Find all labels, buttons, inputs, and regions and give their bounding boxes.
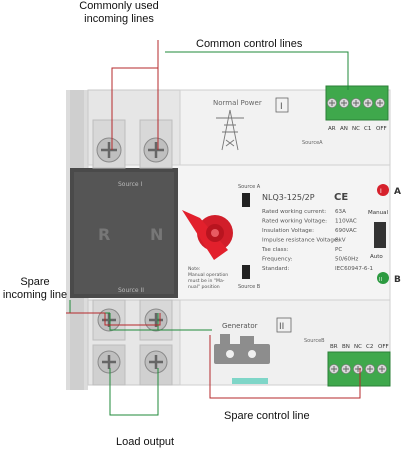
spare-control-text: Spare control line: [224, 410, 310, 422]
screw-slot-icon: [377, 100, 383, 106]
mode-switch-lever[interactable]: [374, 222, 386, 248]
spec-label: Tse class:: [261, 247, 289, 253]
spec-value: 63A: [335, 209, 346, 215]
indicator-b: II B: [377, 272, 401, 285]
load-output-text: Load output: [116, 436, 175, 448]
top-screw-terminals: [92, 119, 173, 169]
source-a-label: SourceA: [302, 140, 323, 146]
ce-mark: CE: [334, 192, 348, 203]
indicator-a-letter: A: [394, 187, 401, 197]
top-terminal-label: OFF: [376, 126, 387, 132]
screw-slot-icon: [331, 366, 337, 372]
bottom-terminal-label: NC: [354, 344, 362, 350]
spare-incoming-line1: Spare: [20, 276, 50, 288]
green-indicator-light: [377, 272, 389, 284]
common-control-callout: Common control lines: [196, 38, 302, 51]
bottom-terminal-label: OFF: [378, 344, 389, 350]
top-roman-numeral: I: [280, 102, 283, 112]
indicator-a: I A: [377, 184, 401, 197]
power-tower-icon: [216, 109, 244, 151]
spec-value: IEC60947-6-1: [335, 266, 373, 272]
spec-label: Insulation Voltage:: [262, 228, 314, 234]
source-b-label: SourceB: [304, 338, 325, 344]
top-terminal-block: AR AN NC C1 OFF: [325, 85, 389, 132]
spec-label: Rated working current:: [262, 209, 326, 215]
screw-slot-icon: [353, 100, 359, 106]
bottom-terminal-label: BR: [330, 344, 338, 350]
band-source-bottom: Source II: [118, 287, 144, 294]
spare-incoming-callout: Spare incoming line: [0, 276, 70, 302]
spec-value: 690VAC: [335, 228, 357, 234]
red-indicator-light: [377, 184, 389, 196]
spec-label: Standard:: [262, 266, 289, 272]
mode-switch[interactable]: Manual Auto: [368, 210, 388, 260]
spec-value: 110VAC: [335, 219, 357, 225]
top-terminal-label: C1: [364, 126, 371, 132]
note-line: Manual operation: [188, 272, 228, 278]
spare-incoming-line2: incoming line: [2, 289, 68, 301]
screw-slot-icon: [367, 366, 373, 372]
rotary-handle[interactable]: [182, 210, 233, 260]
bottom-terminal-label: C2: [366, 344, 373, 350]
spec-value: 50/60Hz: [335, 257, 358, 263]
callout-lines: [66, 40, 361, 416]
source-a-window: [242, 193, 250, 207]
top-terminal-label: AN: [340, 126, 348, 132]
note-line: must be in "Ma-: [188, 278, 225, 284]
switch-source-b: Source B: [238, 284, 261, 290]
switch-source-a: Source A: [238, 184, 261, 190]
common-control-text: Common control lines: [196, 38, 303, 50]
source-b-window: [242, 265, 250, 279]
spec-table: Rated working current: 63A Rated working V…: [261, 209, 373, 272]
bottom-terminal-block: BR BN NC C2 OFF: [327, 344, 391, 387]
top-terminal-label: AR: [328, 126, 336, 132]
band-source-top: Source I: [118, 181, 143, 188]
commonly-used-line1: Commonly used: [79, 0, 159, 12]
screw-slot-icon: [379, 366, 385, 372]
spec-label: Frequency:: [262, 257, 292, 263]
commonly-used-incoming-callout: Commonly used incoming lines: [64, 0, 174, 26]
screw-slot-icon: [343, 366, 349, 372]
spec-label: Impulse resistance Voltage:: [262, 238, 339, 244]
screw-slot-icon: [365, 100, 371, 106]
bottom-screw-terminals: [92, 299, 173, 386]
bottom-roman-numeral: II: [279, 322, 284, 332]
screw-slot-icon: [329, 100, 335, 106]
commonly-used-line2: incoming lines: [84, 13, 154, 25]
pole-r-label: R: [98, 225, 110, 244]
auto-label: Auto: [370, 254, 383, 260]
indicator-a-symbol: I: [380, 188, 382, 195]
screw-slot-icon: [341, 100, 347, 106]
spec-label: Rated working Voltage:: [262, 219, 327, 225]
spec-value: 8kV: [335, 238, 346, 244]
load-output-callout: Load output: [116, 436, 174, 449]
indicator-b-symbol: II: [379, 277, 382, 283]
normal-power-title: Normal Power: [213, 99, 262, 107]
manual-label: Manual: [368, 210, 388, 216]
top-terminal-label: NC: [352, 126, 360, 132]
note-line: nual" position: [188, 284, 220, 290]
indicator-b-letter: B: [394, 275, 401, 285]
generator-title: Generator: [222, 322, 258, 330]
normal-power-panel: Normal Power I SourceA: [213, 97, 323, 151]
generator-panel: Generator II SourceB: [214, 317, 325, 384]
generator-icon: [214, 334, 270, 384]
spec-value: PC: [335, 247, 342, 253]
note-line: Note:: [188, 266, 201, 272]
bottom-terminal-label: BN: [342, 344, 350, 350]
switch-area: Source A Source B Note:Manual operationm…: [188, 184, 261, 290]
pole-n-label: N: [150, 225, 163, 244]
model-number: NLQ3-125/2P: [262, 193, 315, 202]
spare-control-callout: Spare control line: [224, 410, 310, 423]
